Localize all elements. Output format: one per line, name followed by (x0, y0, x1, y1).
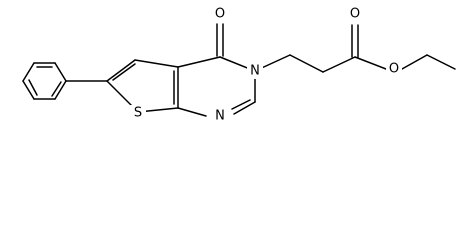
bond (233, 101, 256, 115)
bond (54, 80, 67, 100)
double-bond-inner (28, 79, 38, 96)
bond (134, 59, 179, 68)
bond (22, 62, 35, 82)
bond (177, 107, 207, 117)
bond (54, 62, 67, 82)
bond (426, 54, 456, 70)
atom-o-ester-carbonyl: O (347, 6, 363, 22)
bond (22, 80, 35, 100)
atom-label: N (215, 109, 225, 124)
bond (354, 56, 387, 70)
chemical-structure: O N N S O O (22, 6, 456, 125)
ester-chain (254, 24, 456, 73)
thiophene-ring (106, 59, 179, 113)
atom-s-thiophene: S (130, 105, 146, 121)
bond (106, 59, 136, 82)
atom-label: O (389, 62, 399, 77)
phenyl-ring (22, 62, 67, 100)
atom-label: N (250, 64, 260, 79)
atom-n-ring-3: N (247, 63, 263, 79)
atom-label: O (350, 7, 360, 22)
double-bond-inner (231, 99, 251, 110)
bond (401, 54, 428, 70)
bond (177, 56, 221, 68)
double-bond-inner (51, 81, 62, 97)
atom-label: S (134, 106, 142, 121)
atom-o-carbonyl-ring: O (212, 6, 228, 22)
atom-label: O (215, 7, 225, 22)
bond (322, 56, 356, 73)
atom-o-ester-ether: O (386, 61, 402, 77)
bond (289, 54, 324, 73)
double-bond-inner (112, 63, 136, 81)
atom-n-ring-1: N (211, 107, 229, 125)
